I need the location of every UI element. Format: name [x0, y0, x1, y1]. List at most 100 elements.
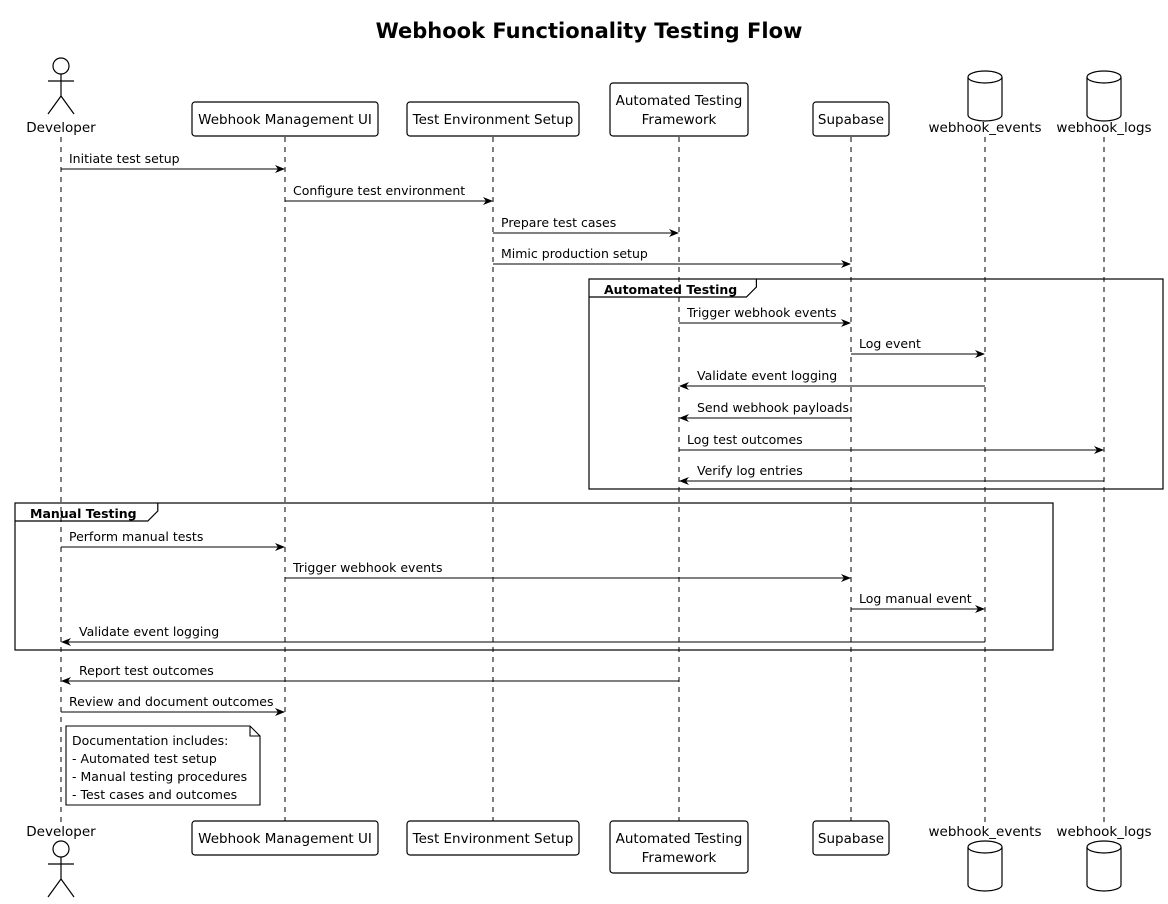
- arrowhead-icon: [275, 708, 285, 716]
- participant-ui: Webhook Management UI: [191, 820, 379, 856]
- participant-label: Test Environment Setup: [412, 112, 574, 128]
- message-label: Trigger webhook events: [686, 305, 836, 320]
- arrowhead-icon: [275, 165, 285, 173]
- participant-box: [191, 820, 379, 856]
- lifelines: [60, 137, 1105, 822]
- participant-box: [609, 82, 749, 137]
- note-line: Documentation includes:: [72, 733, 228, 748]
- message-label: Initiate test setup: [69, 151, 180, 166]
- participant-label: Automated Testing: [616, 831, 743, 847]
- message: Report test outcomes: [61, 663, 679, 685]
- note-line: - Test cases and outcomes: [72, 787, 237, 802]
- message-label: Send webhook payloads: [697, 400, 849, 415]
- message: Trigger webhook events: [285, 560, 851, 582]
- database-events: webhook_events: [928, 824, 1042, 892]
- participant-box: [812, 820, 890, 856]
- participant-label: webhook_logs: [1056, 120, 1151, 136]
- participant-env: Test Environment Setup: [406, 820, 580, 856]
- diagram-title: Webhook Functionality Testing Flow: [376, 19, 803, 43]
- participant-label: Developer: [26, 824, 96, 840]
- participant-label: Developer: [26, 120, 96, 136]
- group-frame: Manual Testing: [14, 502, 1054, 651]
- arrowhead-icon: [841, 574, 851, 582]
- database-logs: webhook_logs: [1056, 824, 1152, 892]
- database-icon: [967, 840, 1003, 892]
- group-frame-label: Manual Testing: [30, 506, 137, 521]
- participant-label: Framework: [642, 112, 717, 128]
- message: Log event: [851, 336, 985, 358]
- participant-supa: Supabase: [812, 101, 890, 137]
- participant-label: Webhook Management UI: [198, 831, 372, 847]
- participant-box: [812, 101, 890, 137]
- message: Log manual event: [851, 591, 985, 613]
- message-label: Review and document outcomes: [69, 694, 273, 709]
- message: Initiate test setup: [61, 151, 285, 173]
- participant-headers-top: Developer Webhook Management UI Test Envir…: [26, 57, 1152, 137]
- participant-label: Supabase: [818, 831, 884, 847]
- message-label: Prepare test cases: [501, 215, 616, 230]
- message: Configure test environment: [285, 183, 493, 205]
- group-frame: Automated Testing: [588, 278, 1164, 490]
- message-label: Log manual event: [859, 591, 972, 606]
- message: Prepare test cases: [493, 215, 679, 237]
- database-logs: webhook_logs: [1056, 70, 1152, 136]
- arrowhead-icon: [679, 382, 689, 390]
- message: Perform manual tests: [61, 529, 285, 551]
- arrowhead-icon: [975, 350, 985, 358]
- message-label: Perform manual tests: [69, 529, 203, 544]
- arrowhead-icon: [61, 638, 71, 646]
- participant-env: Test Environment Setup: [406, 101, 580, 137]
- participant-ui: Webhook Management UI: [191, 101, 379, 137]
- group-frame-label: Automated Testing: [604, 282, 737, 297]
- message: Verify log entries: [679, 463, 1104, 485]
- message: Mimic production setup: [493, 246, 851, 268]
- message-label: Mimic production setup: [501, 246, 648, 261]
- message-label: Validate event logging: [79, 624, 219, 639]
- arrowhead-icon: [679, 414, 689, 422]
- arrowhead-icon: [679, 477, 689, 485]
- database-icon: [1086, 70, 1122, 122]
- arrowhead-icon: [975, 605, 985, 613]
- message-label: Verify log entries: [697, 463, 803, 478]
- actor-figure-icon: [47, 57, 75, 115]
- participant-box: [406, 820, 580, 856]
- note-line: - Automated test setup: [72, 751, 217, 766]
- message: Validate event logging: [679, 368, 985, 390]
- message: Review and document outcomes: [61, 694, 285, 716]
- arrowhead-icon: [61, 677, 71, 685]
- message-label: Log event: [859, 336, 921, 351]
- participant-label: Supabase: [818, 112, 884, 128]
- database-icon: [1086, 840, 1122, 892]
- arrowhead-icon: [483, 197, 493, 205]
- message-label: Log test outcomes: [687, 432, 803, 447]
- note: Documentation includes: - Automated test …: [65, 725, 261, 806]
- actor-dev: Developer: [26, 824, 96, 898]
- arrowhead-icon: [1094, 446, 1104, 454]
- participant-label: webhook_events: [928, 824, 1041, 840]
- message: Trigger webhook events: [679, 305, 851, 327]
- participant-label: Automated Testing: [616, 93, 743, 109]
- arrowhead-icon: [275, 543, 285, 551]
- participant-label: webhook_logs: [1056, 824, 1151, 840]
- participant-headers-bottom: Developer Webhook Management UI Test Envir…: [26, 820, 1152, 898]
- participant-box: [191, 101, 379, 137]
- message: Send webhook payloads: [679, 400, 851, 422]
- arrowhead-icon: [841, 260, 851, 268]
- message-label: Report test outcomes: [79, 663, 214, 678]
- arrowhead-icon: [669, 229, 679, 237]
- participant-box: [406, 101, 580, 137]
- actor-dev: Developer: [26, 57, 96, 136]
- notes: Documentation includes: - Automated test …: [65, 725, 261, 806]
- actor-figure-icon: [47, 840, 75, 898]
- participant-label: Framework: [642, 850, 717, 866]
- participant-label: Webhook Management UI: [198, 112, 372, 128]
- participant-label: Test Environment Setup: [412, 831, 574, 847]
- note-line: - Manual testing procedures: [72, 769, 247, 784]
- participant-label: webhook_events: [928, 120, 1041, 136]
- note-fold-icon: [249, 726, 260, 737]
